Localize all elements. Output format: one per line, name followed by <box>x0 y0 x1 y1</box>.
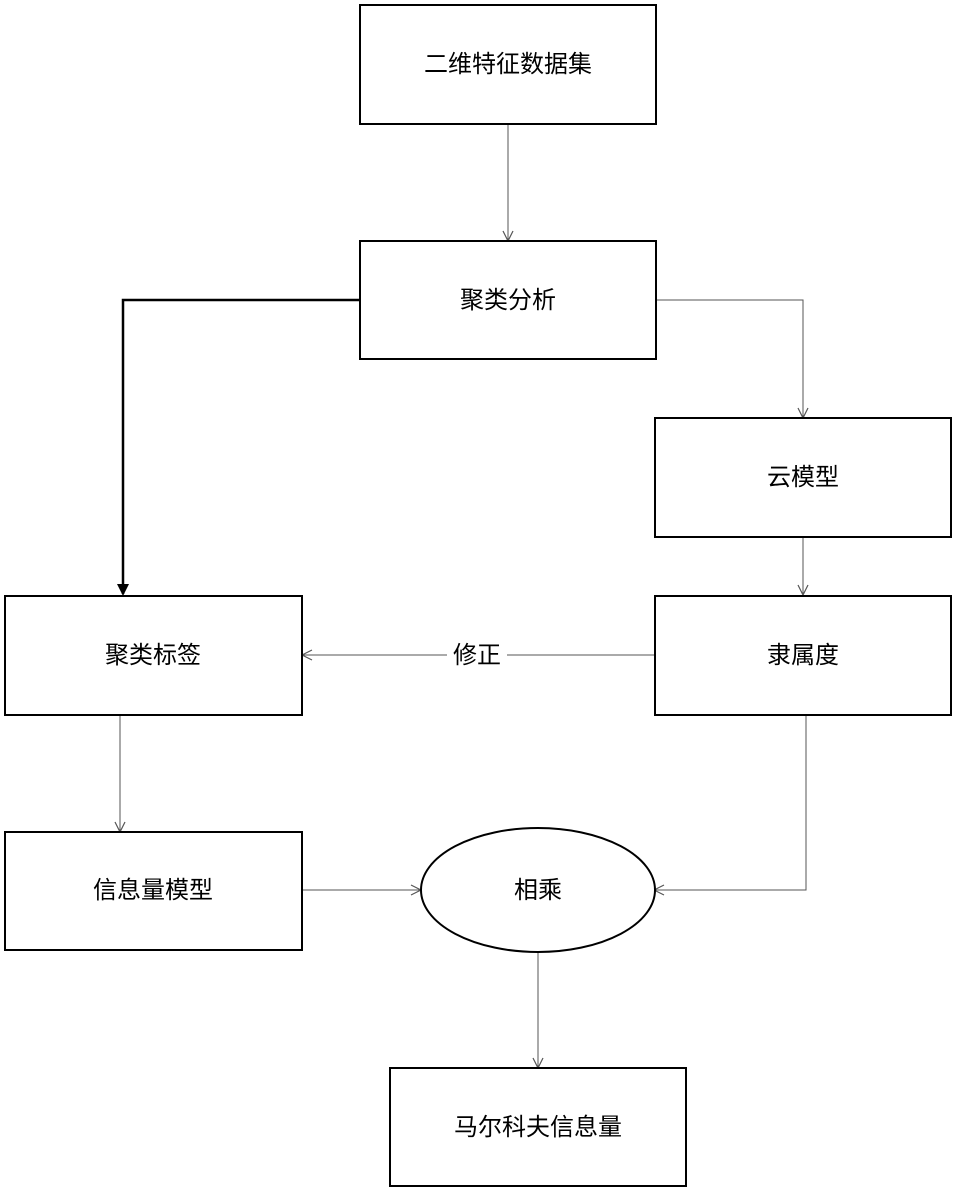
node-cloud-model-label: 云模型 <box>767 463 839 491</box>
edge-cluster-analysis-to-cloud-model <box>656 300 803 418</box>
node-markov-info-label: 马尔科夫信息量 <box>454 1113 622 1141</box>
correction-label: 修正 <box>453 641 501 669</box>
node-membership: 隶属度 <box>655 596 951 715</box>
node-dataset-label: 二维特征数据集 <box>424 50 592 78</box>
node-cluster-analysis-label: 聚类分析 <box>460 286 556 314</box>
edge-membership-to-multiply <box>654 715 806 890</box>
node-info-model-label: 信息量模型 <box>93 876 213 904</box>
node-multiply: 相乘 <box>421 828 655 952</box>
node-cluster-analysis: 聚类分析 <box>360 241 656 359</box>
node-info-model: 信息量模型 <box>5 832 302 950</box>
node-membership-label: 隶属度 <box>767 641 839 669</box>
node-multiply-label: 相乘 <box>514 876 562 904</box>
edge-cluster-analysis-to-cluster-labels <box>123 300 360 594</box>
node-dataset: 二维特征数据集 <box>360 5 656 124</box>
node-cluster-labels-label: 聚类标签 <box>105 641 201 669</box>
node-markov-info: 马尔科夫信息量 <box>390 1068 686 1186</box>
node-cluster-labels: 聚类标签 <box>5 596 302 715</box>
node-cloud-model: 云模型 <box>655 418 951 537</box>
